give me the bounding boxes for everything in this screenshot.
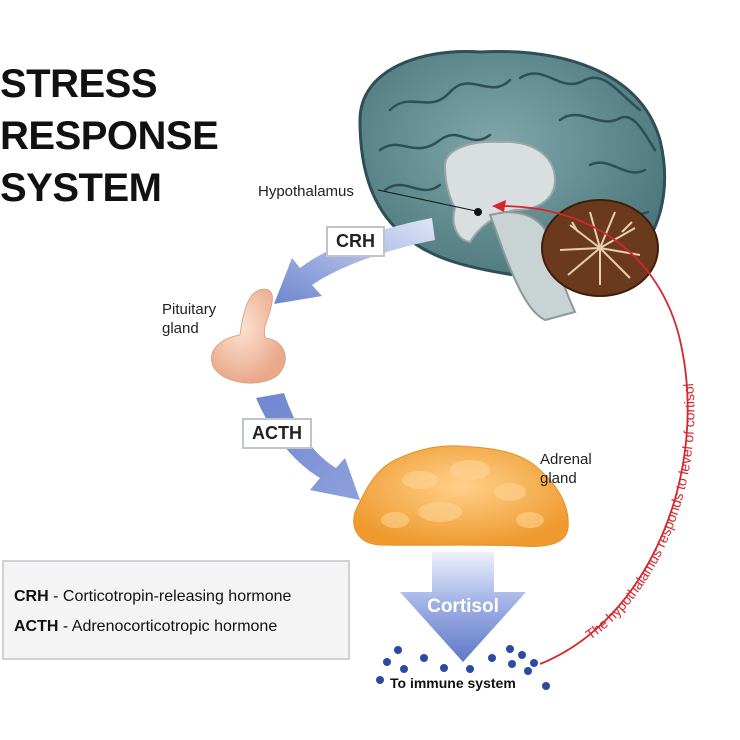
acth-box: ACTH — [242, 418, 312, 449]
molecule-dot — [530, 659, 538, 667]
pituitary-gland-illustration — [211, 288, 286, 384]
legend-row-crh: CRH - Corticotropin-releasing hormone — [14, 588, 292, 605]
cortisol-arrow — [400, 552, 526, 662]
cortisol-molecules — [376, 645, 550, 690]
molecule-dot — [508, 660, 516, 668]
diagram-title: STRESS RESPONSE SYSTEM — [0, 58, 219, 214]
molecule-dot — [542, 682, 550, 690]
molecule-dot — [400, 665, 408, 673]
adrenal-label: Adrenal gland — [540, 451, 592, 487]
legend-row-acth: ACTH - Adrenocorticotropic hormone — [14, 618, 278, 635]
crh-arrow — [274, 218, 435, 304]
molecule-dot — [383, 658, 391, 666]
molecule-dot — [420, 654, 428, 662]
molecule-dot — [376, 676, 384, 684]
title-line-1: STRESS — [0, 62, 158, 106]
feedback-arrowhead — [492, 200, 506, 212]
title-line-2: RESPONSE — [0, 114, 219, 158]
molecule-dot — [518, 651, 526, 659]
molecule-dot — [394, 646, 402, 654]
immune-system-label: To immune system — [390, 675, 516, 691]
hypothalamus-label: Hypothalamus — [258, 183, 354, 200]
feedback-curve — [497, 205, 689, 665]
title-line-3: SYSTEM — [0, 166, 162, 210]
adrenal-gland-illustration — [353, 445, 569, 547]
cortisol-label: Cortisol — [427, 596, 499, 617]
molecule-dot — [488, 654, 496, 662]
feedback-label: The hypothalamus responds to level of co… — [582, 383, 697, 643]
brain-illustration — [358, 50, 667, 322]
legend-box: CRH - Corticotropin-releasing hormone AC… — [2, 560, 350, 660]
crh-box: CRH — [326, 226, 385, 257]
pituitary-label: Pituitary gland — [162, 301, 217, 337]
molecule-dot — [466, 665, 474, 673]
molecule-dot — [440, 664, 448, 672]
hypothalamus-pointer — [377, 189, 477, 212]
molecule-dot — [506, 645, 514, 653]
hypothalamus-marker — [474, 208, 482, 216]
molecule-dot — [524, 667, 532, 675]
